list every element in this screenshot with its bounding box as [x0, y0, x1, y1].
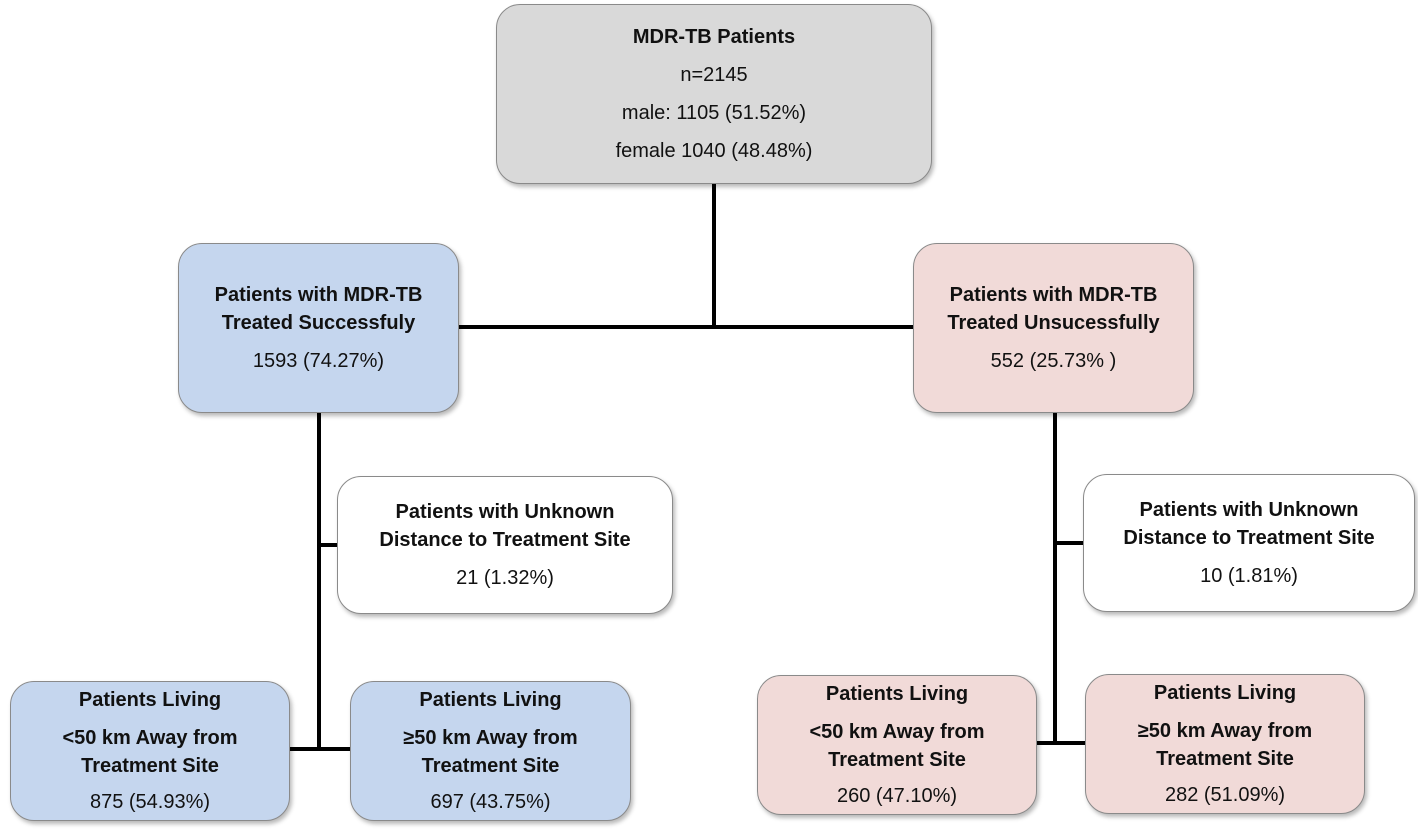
unsuccess-far-box: Patients Living ≥50 km Away from Treatme…	[1085, 674, 1365, 814]
success-title-line2: Treated Successfuly	[221, 312, 416, 334]
unsuccess-far-title-line2: ≥50 km Away from	[1137, 720, 1313, 742]
unsuccess-unknown-box: Patients with Unknown Distance to Treatm…	[1083, 474, 1415, 612]
success-near-value: 875 (54.93%)	[89, 791, 211, 813]
unsuccess-near-title-line1: Patients Living	[825, 683, 969, 705]
unsuccess-far-value: 282 (51.09%)	[1164, 784, 1286, 806]
success-far-value: 697 (43.75%)	[430, 791, 551, 813]
root-title: MDR-TB Patients	[632, 26, 796, 48]
root-n: n=2145	[680, 64, 748, 86]
unsuccess-unknown-value: 10 (1.81%)	[1200, 565, 1298, 587]
unsuccess-near-value: 260 (47.10%)	[836, 785, 958, 807]
success-near-box: Patients Living <50 km Away from Treatme…	[10, 681, 290, 821]
unsuccess-box: Patients with MDR-TB Treated Unsucessful…	[913, 243, 1194, 413]
root-male: male: 1105 (51.52%)	[621, 102, 807, 124]
success-far-title-line3: Treatment Site	[421, 755, 560, 777]
success-near-title-line2: <50 km Away from	[62, 727, 238, 749]
success-box: Patients with MDR-TB Treated Successfuly…	[178, 243, 459, 413]
success-near-title-line3: Treatment Site	[81, 755, 219, 777]
success-unknown-box: Patients with Unknown Distance to Treatm…	[337, 476, 673, 614]
unsuccess-value: 552 (25.73% )	[990, 350, 1117, 372]
unsuccess-near-title-line3: Treatment Site	[828, 749, 966, 771]
success-unknown-title-line1: Patients with Unknown	[395, 501, 615, 523]
unsuccess-unknown-title-line2: Distance to Treatment Site	[1123, 527, 1375, 549]
success-unknown-title-line2: Distance to Treatment Site	[379, 529, 631, 551]
success-title-line1: Patients with MDR-TB	[214, 284, 423, 306]
unsuccess-near-title-line2: <50 km Away from	[809, 721, 985, 743]
unsuccess-title-line2: Treated Unsucessfully	[947, 312, 1160, 334]
unsuccess-near-box: Patients Living <50 km Away from Treatme…	[757, 675, 1037, 815]
success-value: 1593 (74.27%)	[252, 350, 385, 372]
unsuccess-far-title-line1: Patients Living	[1153, 682, 1297, 704]
success-far-title-line1: Patients Living	[419, 689, 562, 711]
success-far-title-line2: ≥50 km Away from	[403, 727, 578, 749]
unsuccess-far-title-line3: Treatment Site	[1156, 748, 1294, 770]
success-near-title-line1: Patients Living	[78, 689, 222, 711]
success-unknown-value: 21 (1.32%)	[456, 567, 554, 589]
unsuccess-unknown-title-line1: Patients with Unknown	[1139, 499, 1359, 521]
success-far-box: Patients Living ≥50 km Away from Treatme…	[350, 681, 631, 821]
root-box: MDR-TB Patients n=2145 male: 1105 (51.52…	[496, 4, 932, 184]
unsuccess-title-line1: Patients with MDR-TB	[949, 284, 1158, 306]
root-female: female 1040 (48.48%)	[615, 140, 813, 162]
